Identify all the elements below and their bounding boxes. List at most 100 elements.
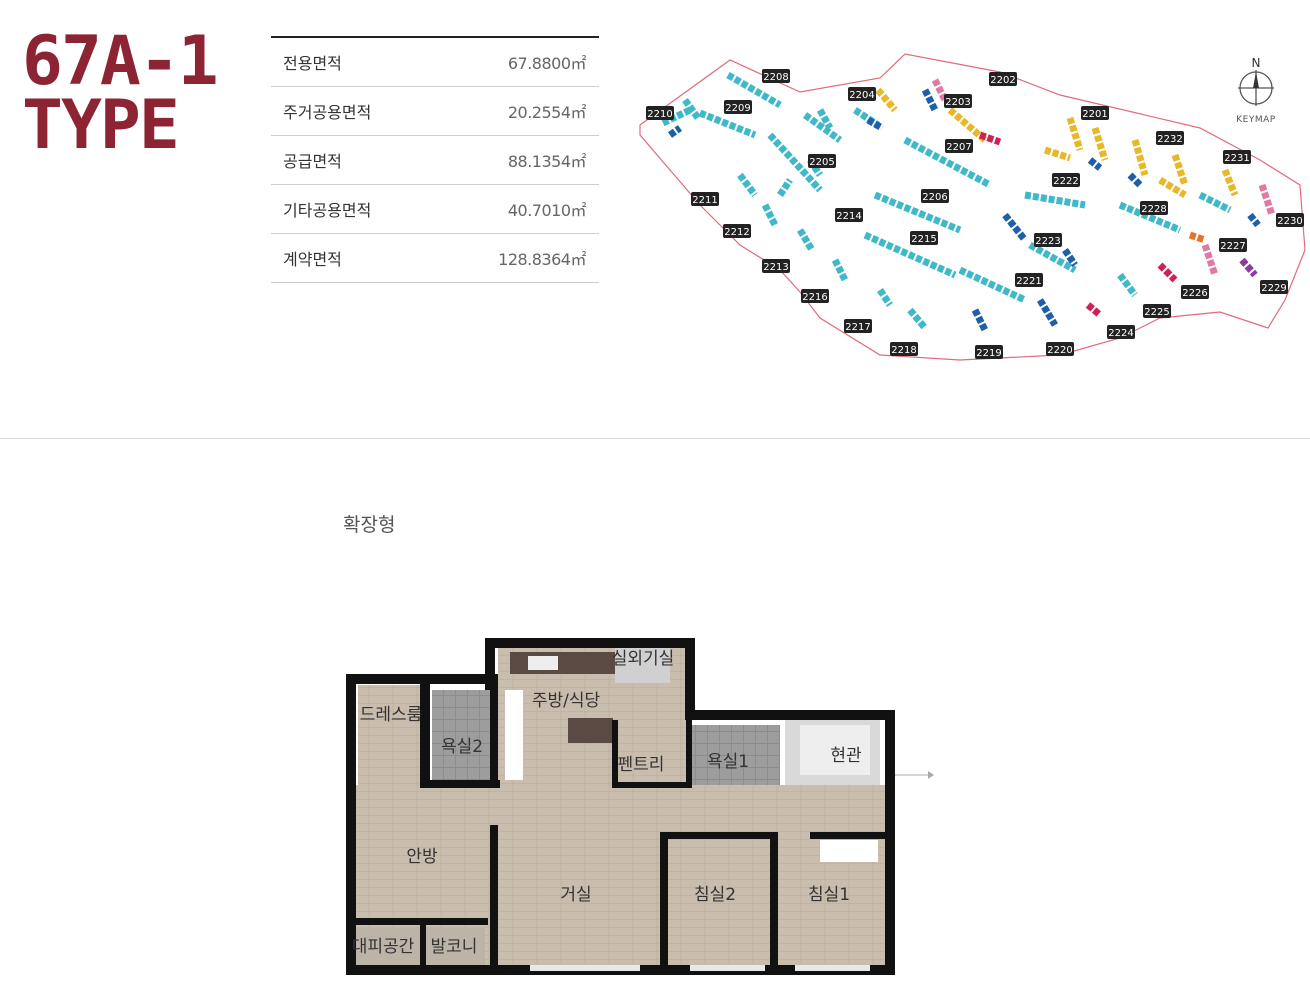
area-label: 계약면적 — [283, 250, 342, 269]
svg-text:2213: 2213 — [763, 262, 788, 273]
building-block — [761, 203, 779, 227]
entrance-step — [800, 725, 870, 775]
svg-text:2207: 2207 — [946, 142, 971, 153]
building-block — [903, 136, 992, 189]
building-block — [931, 78, 949, 102]
svg-text:2226: 2226 — [1182, 288, 1207, 299]
building-blocks — [661, 71, 1276, 332]
svg-text:2218: 2218 — [891, 345, 916, 356]
svg-text:2212: 2212 — [724, 227, 749, 238]
svg-text:2217: 2217 — [845, 322, 870, 333]
building-label-2224: 2224 — [1107, 325, 1135, 339]
building-block — [1188, 231, 1207, 244]
area-row: 전용면적 67.8800㎡ — [271, 38, 599, 87]
building-block — [1198, 191, 1232, 214]
building-label-2218: 2218 — [890, 342, 918, 356]
building-block — [1131, 139, 1149, 176]
area-row: 공급면적 88.1354㎡ — [271, 136, 599, 185]
svg-text:2206: 2206 — [922, 192, 947, 203]
bath2-floor — [432, 690, 490, 785]
room-master: 안방 — [406, 847, 438, 867]
svg-text:2204: 2204 — [849, 90, 874, 101]
plan-caption: 확장형 — [343, 514, 396, 536]
building-label-2228: 2228 — [1140, 201, 1168, 215]
building-label-2225: 2225 — [1143, 304, 1171, 318]
svg-text:2203: 2203 — [945, 97, 970, 108]
building-block — [1091, 126, 1109, 162]
building-label-2203: 2203 — [944, 94, 972, 108]
building-block — [661, 106, 692, 127]
keymap-label: KEYMAP — [1236, 115, 1276, 125]
bed2-window — [690, 965, 765, 971]
svg-text:2205: 2205 — [809, 157, 834, 168]
svg-text:2230: 2230 — [1277, 216, 1302, 227]
building-block — [863, 231, 957, 279]
type-title: 67A-1 TYPE — [22, 28, 219, 165]
svg-text:2221: 2221 — [1016, 276, 1041, 287]
room-bath1: 욕실1 — [707, 752, 749, 772]
svg-text:2222: 2222 — [1053, 176, 1078, 187]
area-label: 주거공용면적 — [283, 103, 372, 122]
room-bed1: 침실1 — [808, 885, 850, 905]
building-label-2231: 2231 — [1223, 150, 1251, 164]
building-block — [1171, 153, 1189, 187]
building-block — [1201, 243, 1219, 277]
building-block — [726, 71, 782, 109]
compass-icon — [1238, 70, 1274, 106]
building-block — [873, 191, 962, 234]
building-label-2211: 2211 — [691, 192, 719, 206]
svg-text:2225: 2225 — [1144, 307, 1169, 318]
room-outdoor: 실외기실 — [612, 649, 675, 669]
building-block — [796, 228, 816, 252]
building-label-2210: 2210 — [646, 106, 674, 120]
room-balcony: 발코니 — [431, 937, 478, 957]
kitchen-counter — [510, 652, 615, 674]
outdoor-unit-room — [615, 648, 670, 683]
building-label-2230: 2230 — [1276, 213, 1304, 227]
svg-text:2210: 2210 — [647, 109, 672, 120]
building-block — [907, 307, 928, 331]
dressroom-floor — [358, 685, 428, 790]
building-block — [1024, 191, 1086, 209]
svg-text:2219: 2219 — [976, 348, 1001, 359]
area-label: 공급면적 — [283, 152, 342, 171]
keymap: 2201220222032204220522062207220822092210… — [639, 53, 1306, 361]
building-block — [767, 132, 823, 193]
building-label-2217: 2217 — [844, 319, 872, 333]
site-boundary — [639, 53, 1306, 361]
building-block — [777, 178, 793, 197]
area-value: 20.2554㎡ — [507, 103, 587, 122]
building-block — [667, 125, 683, 138]
building-block — [1085, 302, 1103, 318]
building-block — [1239, 257, 1258, 278]
room-entrance: 현관 — [830, 746, 861, 766]
building-block — [737, 172, 758, 198]
svg-text:2229: 2229 — [1261, 283, 1286, 294]
svg-text:2215: 2215 — [911, 234, 936, 245]
building-block — [698, 109, 757, 139]
room-living: 거실 — [560, 885, 591, 905]
bath1-floor — [690, 725, 780, 785]
area-table: 전용면적 67.8800㎡ 주거공용면적 20.2554㎡ 공급면적 88.13… — [271, 36, 599, 283]
svg-text:2209: 2209 — [725, 103, 750, 114]
building-block — [947, 107, 988, 143]
svg-text:2214: 2214 — [836, 211, 861, 222]
building-block — [1087, 157, 1103, 171]
building-label-2229: 2229 — [1260, 280, 1288, 294]
building-block — [1158, 176, 1187, 199]
building-block — [802, 112, 843, 143]
wall-opening — [505, 690, 523, 780]
building-label-2208: 2208 — [762, 69, 790, 83]
building-block — [831, 258, 849, 282]
building-block — [1221, 168, 1239, 197]
svg-text:2220: 2220 — [1047, 345, 1072, 356]
building-label-2207: 2207 — [945, 139, 973, 153]
area-label: 전용면적 — [283, 54, 342, 73]
room-kitchen: 주방/식당 — [532, 691, 601, 711]
area-label: 기타공용면적 — [283, 201, 372, 220]
type-word: TYPE — [22, 86, 180, 165]
svg-text:2201: 2201 — [1082, 109, 1107, 120]
building-block — [1043, 146, 1072, 162]
building-block — [1258, 183, 1276, 217]
north-label: N — [1252, 56, 1261, 70]
